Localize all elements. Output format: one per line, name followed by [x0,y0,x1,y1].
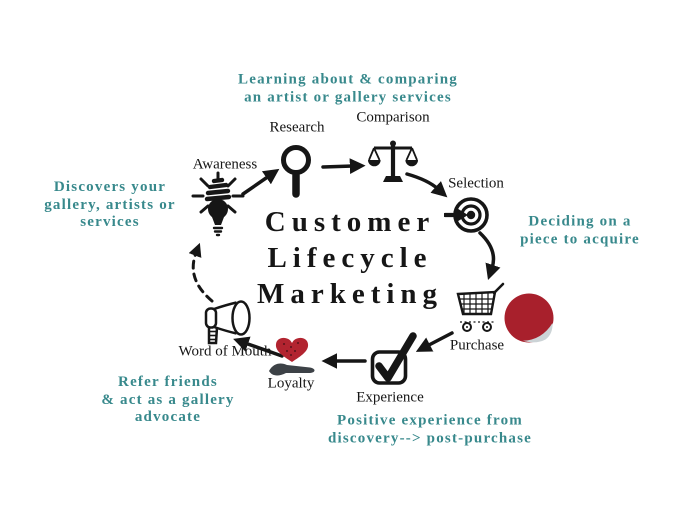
title-line: Lifecycle [267,242,433,274]
lightbulb-icon [191,171,245,237]
red-sticker-icon [504,293,554,343]
stage-label-loyalty: Loyalty [267,375,315,392]
annotation-top: Learning about & comparing an artist or … [238,71,458,106]
arrow-purchase-to-experience [415,331,454,352]
checkbox-icon [370,332,417,385]
annotation-bottom-left: Refer friends & act as a gallery advocat… [101,373,235,425]
stage-label-comparison: Comparison [356,109,430,126]
arrow-loyalty-to-word-of-mouth [233,336,284,358]
arrow-word-of-mouth-to-awareness [188,242,214,303]
arrow-research-to-comparison [321,158,366,174]
stage-label-research: Research [269,119,325,136]
title-line: Customer [264,206,436,238]
diagram-title: Customer Lifecycle Marketing [257,204,443,312]
annotation-right: Deciding on a piece to acquire [520,213,640,248]
shopping-cart-icon [456,282,505,332]
target-icon [444,197,489,233]
stage-label-selection: Selection [448,175,504,192]
megaphone-icon [204,300,251,345]
magnifier-icon [281,145,311,198]
arrow-comparison-to-selection [405,172,448,198]
arrow-awareness-to-research [241,168,280,196]
title-line: Marketing [256,278,444,310]
stage-label-purchase: Purchase [449,337,505,354]
stage-label-experience: Experience [356,389,424,406]
balance-scale-icon [368,140,418,182]
stage-label-awareness: Awareness [192,156,258,173]
arrow-selection-to-purchase [478,231,501,280]
annotation-left: Discovers your gallery, artists or servi… [44,178,176,230]
stage-label-word-of-mouth: Word of Mouth [178,343,272,360]
annotation-bottom-right: Positive experience from discovery--> po… [327,412,533,447]
heart-in-hand-icon [269,337,315,376]
